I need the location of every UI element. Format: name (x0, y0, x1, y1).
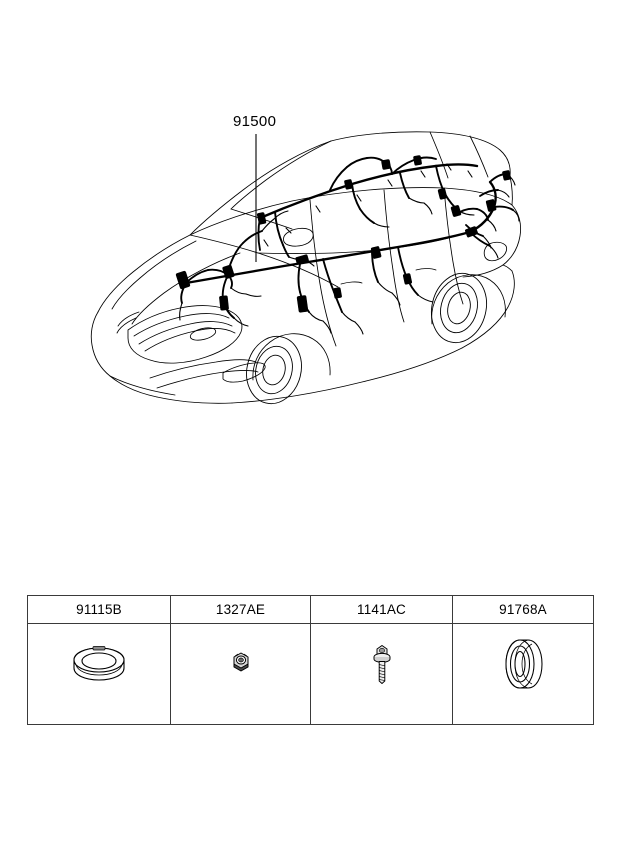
part-cell-nut (171, 624, 311, 724)
part-cell-grommet (28, 624, 171, 724)
front-wheel (246, 335, 302, 405)
parts-table: 91115B 1327AE 1141AC 91768A (27, 595, 594, 725)
screw-icon (373, 645, 390, 684)
part-cell-oval-grommet (453, 624, 593, 724)
parts-table-header-row: 91115B 1327AE 1141AC 91768A (28, 596, 593, 624)
grommet-icon (73, 646, 125, 681)
wiring-harness-main-trunk (184, 163, 497, 285)
wiring-harness-spurs (179, 163, 520, 335)
harness-connectors (175, 155, 512, 313)
oval-grommet-icon (505, 639, 543, 689)
part-number-header-2: 1141AC (311, 596, 453, 623)
main-part-callout: 91500 (233, 113, 277, 130)
rear-wheel (431, 272, 487, 344)
part-number-header-1: 1327AE (171, 596, 311, 623)
vehicle-harness-illustration (90, 131, 522, 405)
part-cell-screw (311, 624, 453, 724)
part-number-header-0: 91115B (28, 596, 171, 623)
nut-icon (233, 652, 248, 672)
vehicle-body-outline (90, 131, 522, 404)
part-number-header-3: 91768A (499, 602, 547, 617)
parts-table-body-row (28, 624, 593, 724)
